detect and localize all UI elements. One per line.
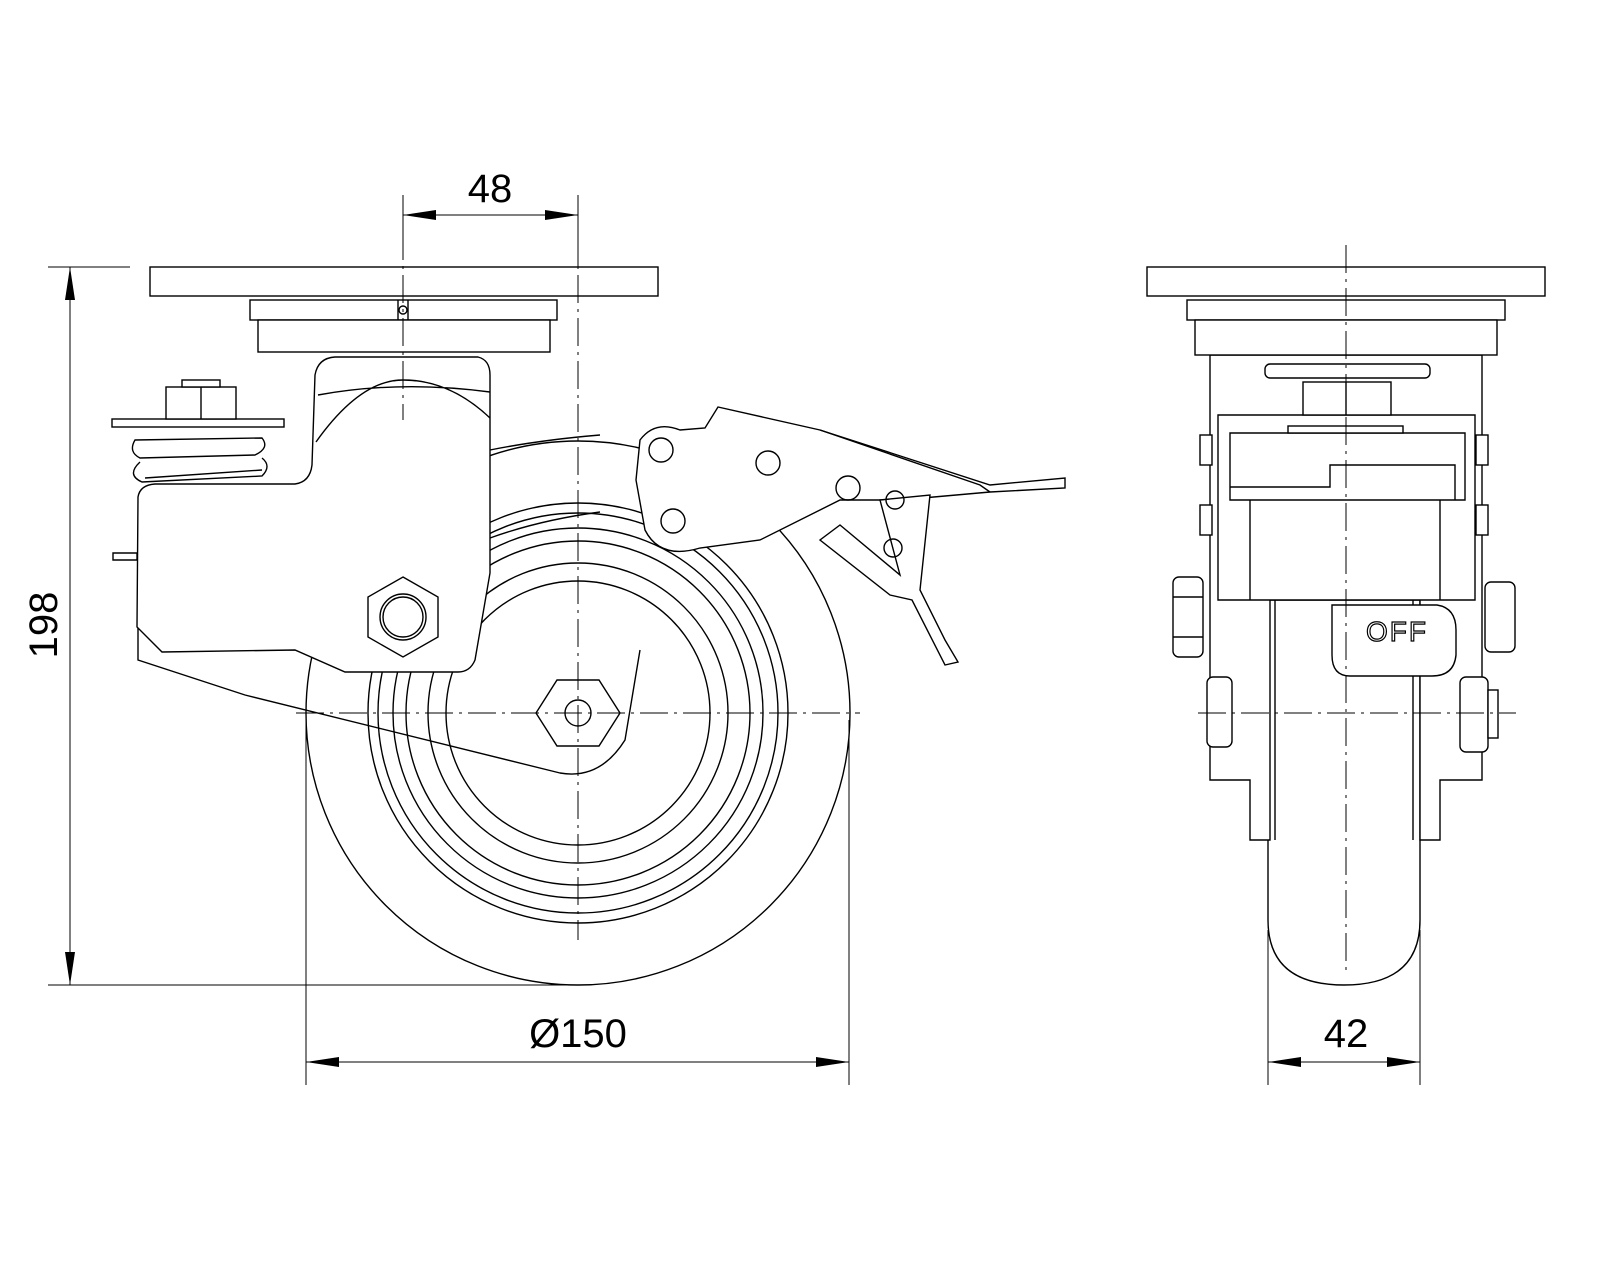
dimension-diameter-150: Ø150 <box>305 720 850 1085</box>
brake-off-label: OFF <box>1366 616 1428 647</box>
wheel-front <box>1267 589 1421 986</box>
front-view: OFF 42 <box>1146 245 1546 1085</box>
dimension-198: 198 <box>22 266 578 986</box>
dimension-42: 42 <box>1267 930 1421 1085</box>
dim-42-label: 42 <box>1324 1012 1369 1056</box>
dim-150-label: Ø150 <box>529 1012 627 1056</box>
top-plate-side <box>149 266 659 297</box>
brake-tab <box>1331 604 1457 677</box>
dimension-48: 48 <box>402 167 579 267</box>
axle-nut <box>367 576 439 658</box>
side-view: 48 198 Ø150 <box>22 167 1066 1085</box>
dim-48-label: 48 <box>468 167 513 211</box>
brake-assembly <box>635 406 1066 666</box>
dim-198-label: 198 <box>22 592 66 659</box>
spring <box>131 437 268 483</box>
